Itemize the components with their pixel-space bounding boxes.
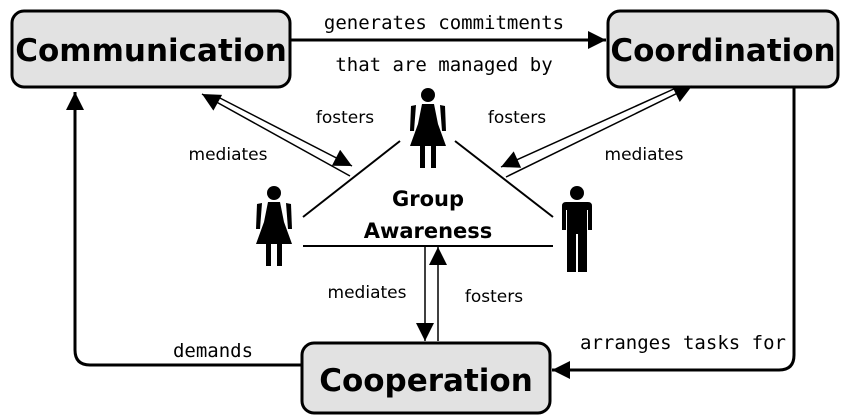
arrows-awareness-coop (416, 247, 447, 341)
edge-label-comm-mediates: mediates (189, 145, 268, 165)
edge-label-coop-fosters: fosters (465, 287, 523, 307)
node-cooperation: Cooperation (300, 341, 552, 415)
node-communication: Communication (10, 9, 292, 89)
group-label: Group (392, 187, 464, 211)
awareness-triangle (302, 140, 554, 247)
edge-label-arranges: arranges tasks for (580, 332, 786, 354)
edge-label-coord-mediates: mediates (605, 145, 684, 165)
node-coordination: Coordination (606, 9, 840, 89)
edge-label-managed-by: that are managed by (335, 54, 552, 76)
female-person-icon (410, 88, 446, 168)
arrows-comm-awareness (201, 93, 353, 177)
edge-label-coord-fosters: fosters (488, 108, 546, 128)
edge-label-comm-fosters: fosters (316, 108, 374, 128)
awareness-label: Awareness (364, 219, 493, 243)
female-person-icon (256, 186, 292, 266)
cooperation-label: Cooperation (319, 363, 533, 399)
edge-label-coop-mediates: mediates (328, 283, 407, 303)
male-person-icon (562, 186, 592, 272)
edge-label-demands: demands (173, 340, 253, 362)
arrow-demands (66, 92, 302, 367)
coordination-label: Coordination (610, 33, 835, 69)
edge-label-generates: generates commitments (324, 12, 564, 34)
arrows-coord-awareness (500, 85, 693, 178)
communication-label: Communication (15, 33, 287, 69)
arrow-arranges (552, 87, 796, 379)
